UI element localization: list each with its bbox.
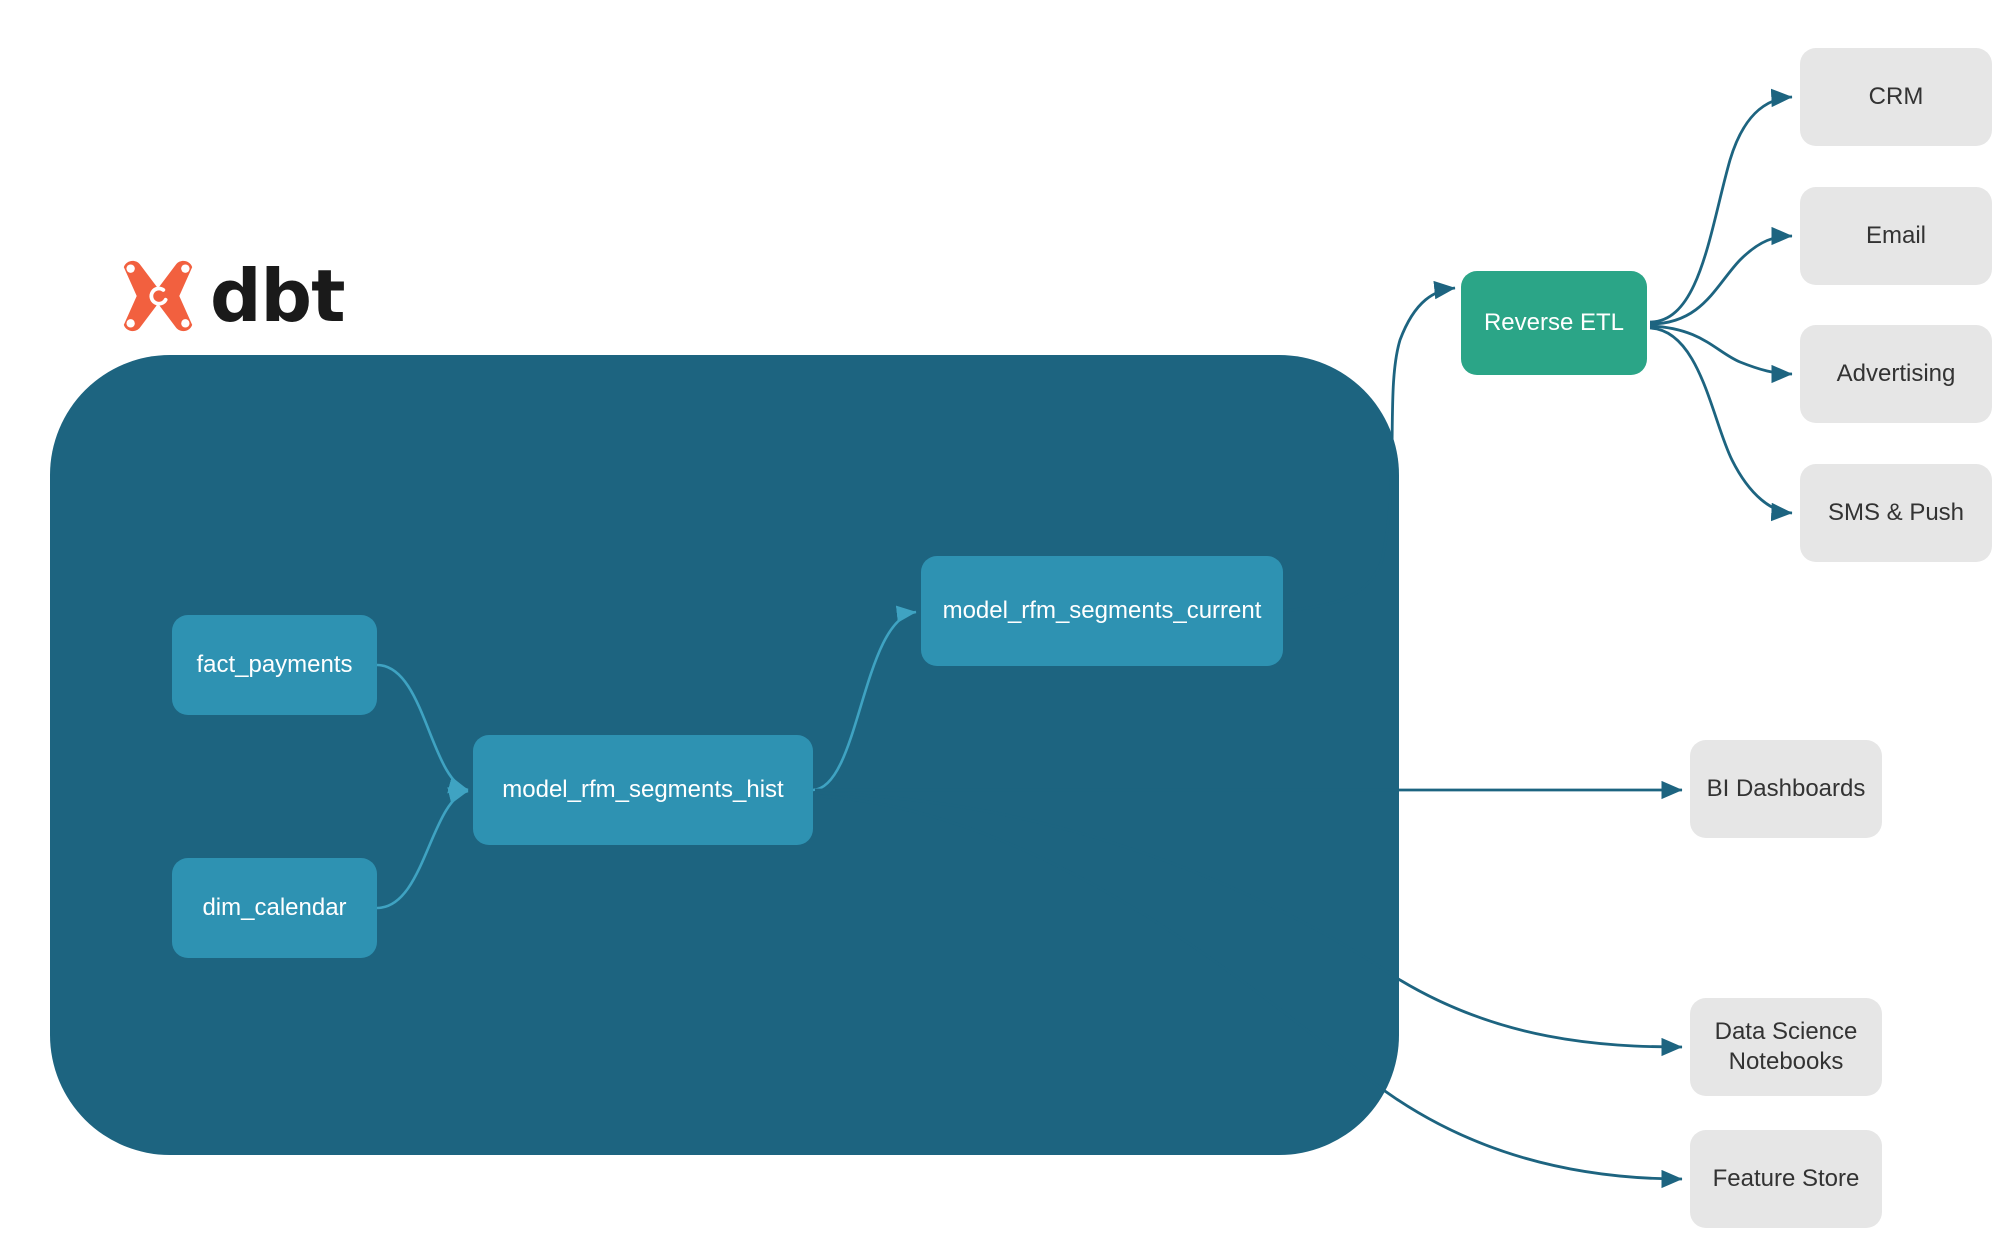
model-node-rfm-segments-current[interactable]: model_rfm_segments_current (921, 556, 1283, 666)
reverse-etl-node[interactable]: Reverse ETL (1461, 271, 1647, 375)
destination-node-email[interactable]: Email (1800, 187, 1992, 285)
edge-reverse-etl-to-advertising (1649, 324, 1793, 384)
consumer-node-ds-notebooks[interactable]: Data Science Notebooks (1690, 998, 1882, 1096)
dbt-logo: dbt (120, 258, 345, 334)
consumer-node-feature-store[interactable]: Feature Store (1690, 1130, 1882, 1228)
destination-node-crm[interactable]: CRM (1800, 48, 1992, 146)
ds-notebooks-line-1: Data Science (1714, 1018, 1858, 1045)
edge-reverse-etl-to-sms-push (1649, 326, 1793, 522)
consumer-node-bi-dashboards[interactable]: BI Dashboards (1690, 740, 1882, 838)
ds-notebooks-line-2: Notebooks (1728, 1048, 1844, 1075)
model-node-dim-calendar[interactable]: dim_calendar (172, 858, 377, 958)
dbt-x-mark-icon (123, 260, 193, 332)
dbt-wordmark: dbt (210, 254, 345, 338)
edge-reverse-etl-to-email (1649, 226, 1793, 326)
edge-reverse-etl-to-crm (1649, 88, 1793, 324)
model-node-fact-payments[interactable]: fact_payments (172, 615, 377, 715)
destination-node-advertising[interactable]: Advertising (1800, 325, 1992, 423)
model-node-rfm-segments-hist[interactable]: model_rfm_segments_hist (473, 735, 813, 845)
destination-node-sms-push[interactable]: SMS & Push (1800, 464, 1992, 562)
